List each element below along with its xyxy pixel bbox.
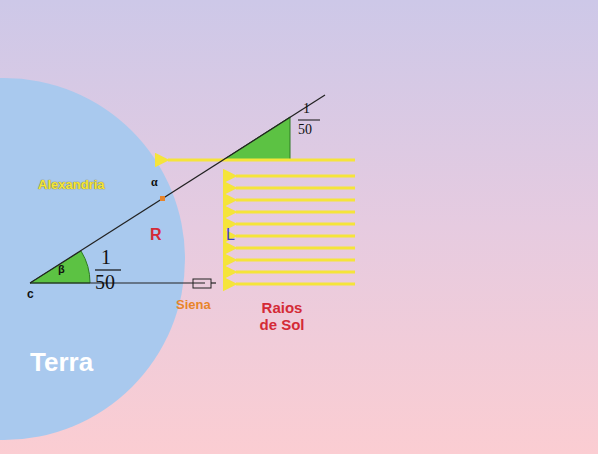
- well-symbol: [193, 279, 211, 288]
- radius-line: [30, 282, 205, 283]
- radius-label: R: [150, 226, 162, 244]
- sun-ray: [168, 159, 355, 162]
- well-symbol: [211, 282, 216, 283]
- earth-disc: [0, 78, 185, 440]
- sun-ray: [236, 199, 355, 202]
- sun-rays: [168, 160, 355, 284]
- alexandria-marker: [160, 196, 165, 201]
- angle-beta: [30, 251, 90, 283]
- fraction-numerator: 1: [101, 246, 111, 268]
- radius-line: [30, 95, 325, 283]
- city-label: Alexandria: [38, 178, 104, 192]
- distance-label: L: [226, 226, 235, 244]
- angle-label: β: [58, 263, 65, 275]
- earth-label: Terra: [30, 348, 93, 377]
- sun-ray: [236, 187, 355, 190]
- sun-ray: [236, 223, 355, 226]
- city-label: Siena: [176, 298, 211, 312]
- fraction-denominator: 50: [95, 271, 115, 293]
- fraction-denominator: 50: [298, 122, 312, 137]
- fraction-bar: [95, 269, 121, 270]
- sun-ray: [236, 259, 355, 262]
- sun-ray: [236, 235, 355, 238]
- rays-label: Raios de Sol: [252, 300, 312, 333]
- angle-label: α: [151, 176, 158, 189]
- sun-ray: [236, 283, 355, 286]
- center-label: c: [27, 288, 34, 301]
- sun-ray: [236, 175, 355, 178]
- sun-ray: [236, 247, 355, 250]
- sun-ray: [236, 211, 355, 214]
- fraction-bar: [298, 120, 320, 121]
- sun-ray: [236, 271, 355, 274]
- fraction-numerator: 1: [303, 101, 310, 116]
